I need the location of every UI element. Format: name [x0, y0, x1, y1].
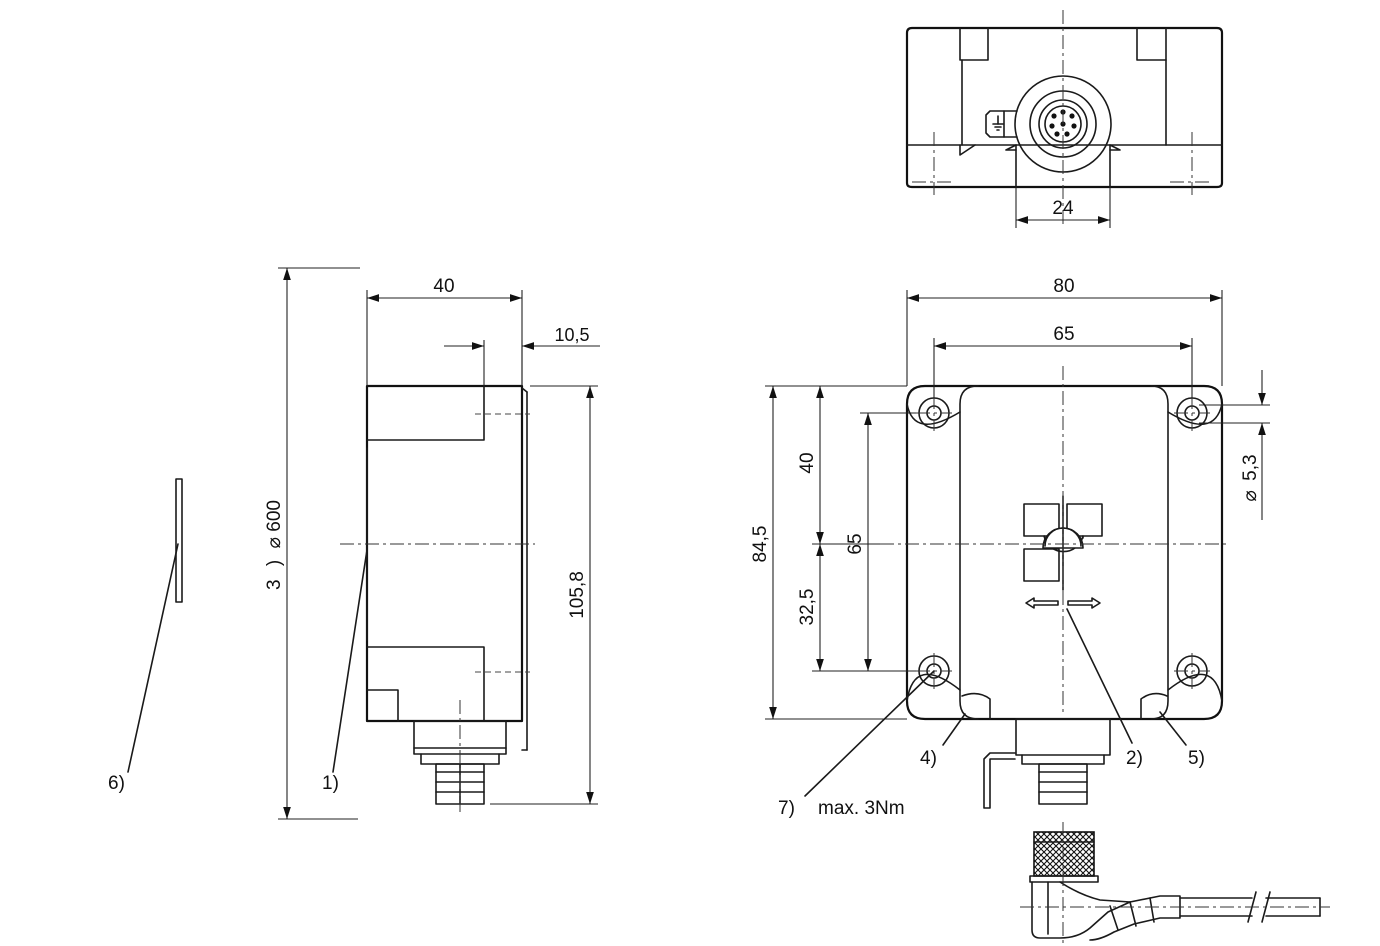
dim-side-offset: 10,5	[554, 325, 589, 345]
dim-side-depth: 40	[433, 276, 454, 297]
svg-text:3 ) ⌀: 3 ) ⌀ 600	[264, 500, 285, 590]
callout-4: 4)	[920, 748, 937, 769]
dim-connector-width: 24	[1052, 198, 1074, 219]
range-number: 3	[264, 579, 285, 590]
top-view: 24	[905, 10, 1224, 228]
callout-6: 6)	[108, 773, 125, 794]
callout-1: 1)	[322, 773, 339, 794]
dim-hole-spacing-x: 65	[1053, 324, 1074, 345]
angled-cable-connector	[1020, 822, 1330, 946]
callout-2: 2)	[1126, 748, 1143, 769]
callout-7: 7)	[778, 798, 795, 819]
front-view: 80 65 84,5 40 32,5 65 ⌀ 5,3	[750, 276, 1270, 819]
direction-arrows-icon	[1025, 597, 1101, 609]
svg-text:⌀ 5,3: ⌀ 5,3	[1240, 454, 1261, 501]
callout-5: 5)	[1188, 748, 1205, 769]
side-view: 40 10,5 105,8 3 ) ⌀ 600 6) 1)	[108, 267, 600, 820]
dim-front-width: 80	[1053, 276, 1074, 297]
dim-hole-diameter: 5,3	[1240, 454, 1261, 480]
ground-icon	[992, 115, 1004, 131]
diameter-icon: ⌀	[264, 537, 285, 548]
callout-7-note: max. 3Nm	[818, 798, 905, 819]
dim-upper-segment: 40	[797, 452, 818, 473]
dim-lower-segment: 32,5	[797, 589, 818, 626]
range-diameter: 600	[264, 500, 285, 532]
dim-hole-spacing-y: 65	[845, 533, 866, 554]
diameter-icon: ⌀	[1240, 490, 1261, 501]
dim-total-height: 84,5	[750, 526, 771, 563]
range-paren: )	[264, 560, 285, 566]
dim-side-height: 105,8	[567, 571, 588, 619]
